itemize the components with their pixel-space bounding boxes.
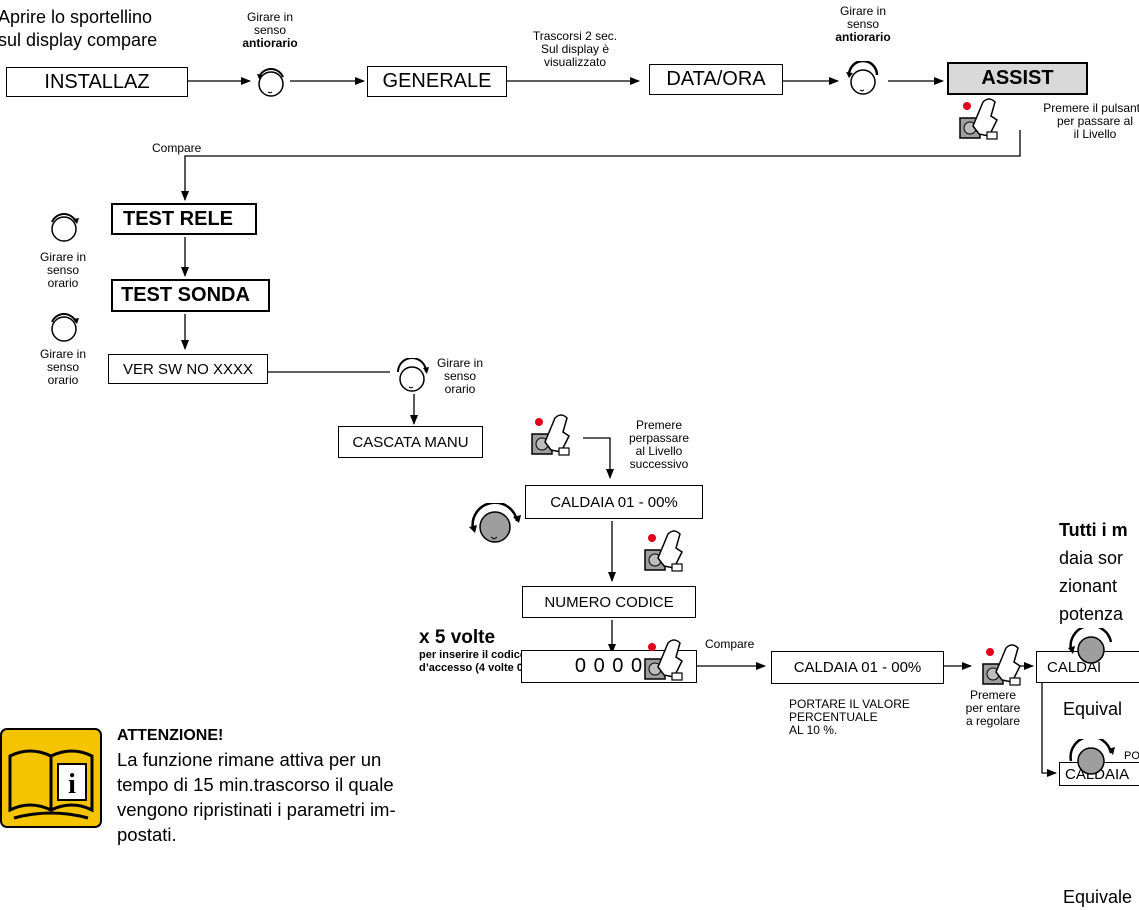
label-girare-antiorario-1: Girare in senso antiorario [242, 10, 298, 50]
box-test-rele: TEST RELE [111, 203, 257, 235]
label-girare-orario-3: Girare in senso orario [436, 356, 483, 396]
label-portare: PORTARE IL VALORE PERCENTUALE AL 10 %. [789, 697, 910, 737]
label-trascorsi: Trascorsi 2 sec. Sul display è visualizz… [532, 29, 618, 69]
push-button-hand-icon [978, 642, 1024, 695]
rotary-knob-icon [1066, 624, 1116, 673]
intro-line-2: sul display compare [0, 30, 158, 50]
box-installaz: INSTALLAZ [6, 67, 188, 97]
svg-text:i: i [68, 769, 76, 800]
intro-line-1: Aprire lo sportellino [0, 7, 153, 27]
equival-2: Equivale [1063, 887, 1133, 907]
intro-text: Aprire lo sportellino sul display compar… [0, 6, 157, 52]
push-button-hand-icon [640, 528, 686, 581]
box-caldaia-1: CALDAIA 01 - 00% [525, 485, 703, 519]
box-numero-codice: NUMERO CODICE [522, 586, 696, 618]
box-caldaia-2: CALDAIA 01 - 00% [771, 651, 944, 684]
label-premere-assist: Premere il pulsante per passare al il Li… [1043, 101, 1139, 141]
label-premere-cascata: Premere perpassare al Livello successivo [628, 418, 690, 471]
label-compare-1: Compare [152, 141, 202, 155]
label-girare-orario-1: Girare in senso orario [39, 250, 86, 290]
label-girare-antiorario-2: Girare in senso antiorario [835, 4, 891, 44]
box-ver-sw: VER SW NO XXXX [108, 354, 268, 384]
label-compare-2: Compare [705, 637, 755, 651]
box-generale: GENERALE [367, 66, 507, 97]
rotary-knob-icon [467, 501, 523, 552]
box-cascata-manu: CASCATA MANU [338, 426, 483, 458]
box-data-ora: DATA/ORA [649, 64, 783, 95]
rotary-knob-icon [1066, 735, 1116, 784]
box-assist: ASSIST [947, 62, 1088, 95]
rotary-knob-icon [47, 210, 81, 249]
equival-1: Equival [1063, 699, 1123, 719]
rotary-knob-icon [843, 59, 883, 102]
label-premere-regolare: Premere per entare a regolare [965, 688, 1021, 728]
push-button-hand-icon [640, 637, 686, 690]
label-girare-orario-2: Girare in senso orario [39, 347, 86, 387]
attenzione-text: ATTENZIONE! La funzione rimane attiva pe… [117, 725, 487, 847]
rotary-knob-icon [393, 357, 431, 399]
push-button-hand-icon [527, 412, 573, 465]
manual-info-icon: i [0, 728, 102, 828]
push-button-hand-icon [955, 96, 1001, 149]
rotary-knob-icon [254, 65, 288, 104]
tutti-text: Tutti i m daia sor zionant potenza [1059, 520, 1128, 624]
label-x5-volte: x 5 volte per inserire il codice d’acces… [419, 627, 527, 674]
rotary-knob-icon [47, 310, 81, 349]
attenzione-title: ATTENZIONE! [117, 727, 224, 744]
box-test-sonda: TEST SONDA [111, 279, 270, 312]
